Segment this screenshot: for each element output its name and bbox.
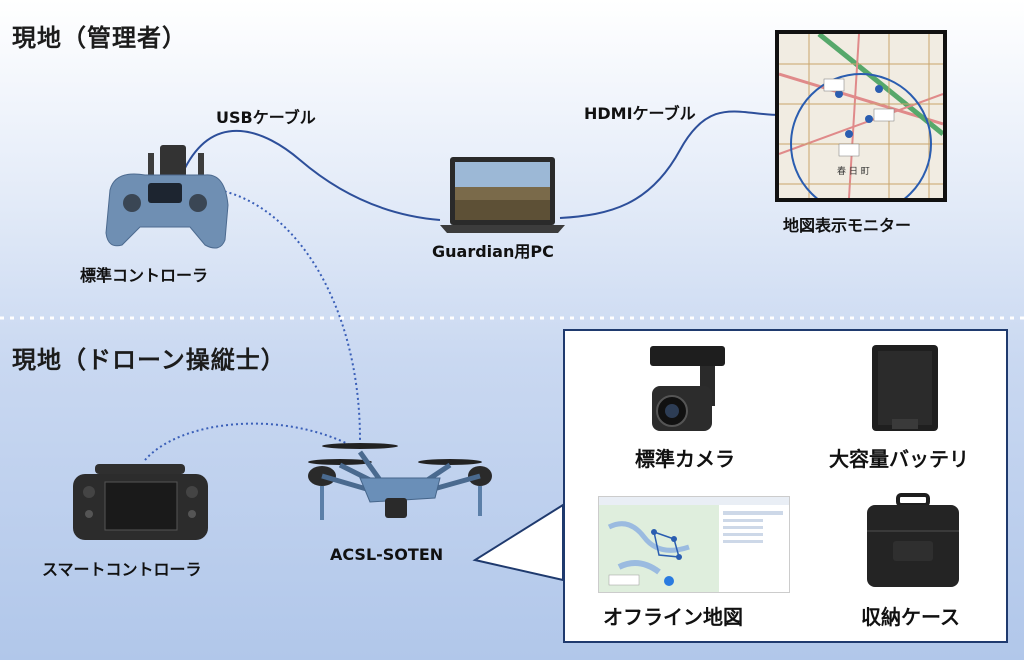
camera-image xyxy=(640,341,735,436)
battery-label: 大容量バッテリ xyxy=(829,447,969,471)
map-monitor-image: 春 日 町 xyxy=(775,30,947,215)
camera-label: 標準カメラ xyxy=(635,447,735,471)
smart-controller-label: スマートコントローラ xyxy=(42,560,202,579)
drone-image xyxy=(300,440,500,530)
accessories-panel: 標準カメラ 大容量バッテリ オフライン地図 xyxy=(563,329,1008,643)
section-title-pilot: 現地（ドローン操縦士） xyxy=(12,346,286,374)
map-place-label: 春 日 町 xyxy=(837,167,870,177)
smart-controller-drone-link xyxy=(144,422,351,461)
usb-cable-label: USBケーブル xyxy=(216,108,316,127)
guardian-pc-image xyxy=(440,155,565,235)
battery-image xyxy=(870,343,940,433)
standard-controller-label: 標準コントローラ xyxy=(80,266,209,285)
hdmi-cable-line xyxy=(559,110,781,219)
standard-controller-image xyxy=(100,145,230,255)
usb-cable-line xyxy=(184,129,441,221)
drone-label: ACSL-SOTEN xyxy=(330,545,444,564)
offline-map-label: オフライン地図 xyxy=(603,605,743,629)
offline-map-image xyxy=(598,496,790,593)
smart-controller-image xyxy=(73,462,208,542)
map-monitor-label: 地図表示モニター xyxy=(783,216,912,235)
case-label: 収納ケース xyxy=(861,605,960,629)
hdmi-cable-label: HDMIケーブル xyxy=(584,104,696,123)
guardian-pc-label: Guardian用PC xyxy=(432,242,554,261)
case-image xyxy=(863,491,963,591)
section-title-manager: 現地（管理者） xyxy=(12,24,187,52)
